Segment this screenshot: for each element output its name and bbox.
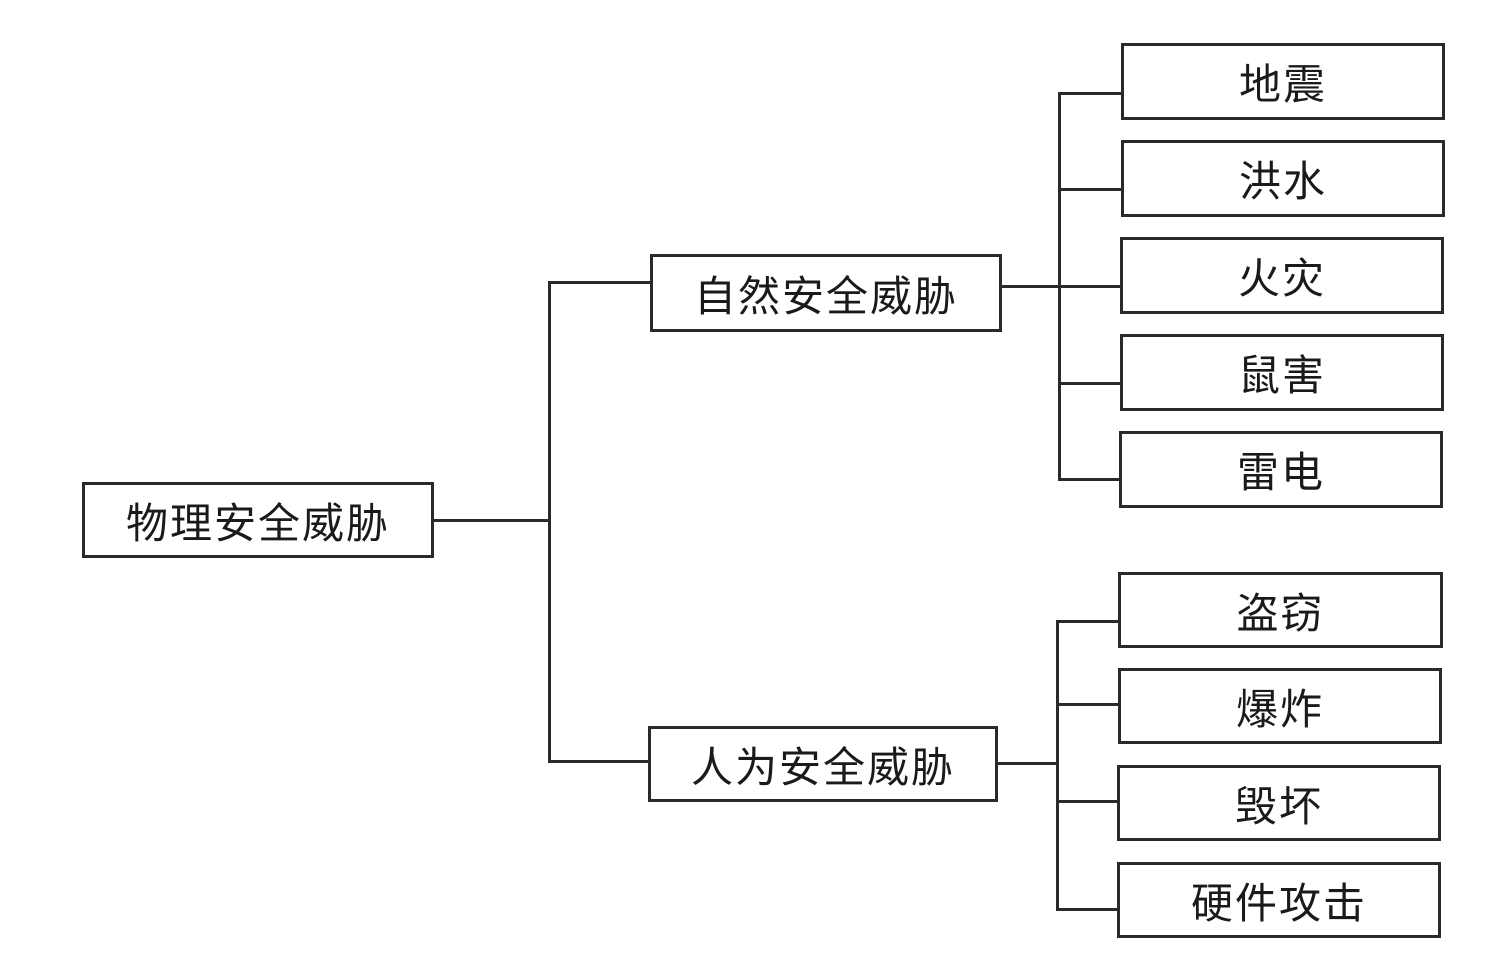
connector-leaf	[1056, 703, 1120, 706]
leaf-node-rodent: 鼠害	[1120, 334, 1444, 411]
connector-leaf	[1058, 285, 1122, 288]
leaf-label: 硬件攻击	[1190, 878, 1367, 928]
connector-natural-out	[1002, 285, 1060, 288]
connector-to-human	[548, 760, 648, 763]
leaf-node-destruction: 毁坏	[1117, 765, 1441, 841]
root-node: 物理安全威胁	[82, 482, 434, 558]
branch-node-human: 人为安全威胁	[648, 726, 998, 802]
leaf-node-explosion: 爆炸	[1118, 668, 1442, 744]
leaf-label: 鼠害	[1237, 351, 1326, 400]
connector-human-spine	[1056, 620, 1059, 911]
connector-leaf	[1056, 620, 1120, 623]
connector-leaf	[1058, 382, 1122, 385]
connector-leaf	[1058, 478, 1122, 481]
branch-node-natural-label: 自然安全威胁	[693, 271, 958, 321]
branch-node-human-label: 人为安全威胁	[690, 742, 955, 792]
leaf-node-lightning: 雷电	[1119, 431, 1443, 508]
leaf-node-theft: 盗窃	[1118, 572, 1443, 648]
leaf-label: 爆炸	[1235, 684, 1324, 734]
leaf-label: 毁坏	[1234, 781, 1323, 831]
connector-leaf	[1056, 908, 1120, 911]
connector-leaf	[1058, 188, 1122, 191]
leaf-node-hardware-attack: 硬件攻击	[1117, 862, 1441, 938]
root-node-label: 物理安全威胁	[125, 498, 390, 548]
branch-node-natural: 自然安全威胁	[650, 254, 1002, 332]
leaf-node-earthquake: 地震	[1121, 43, 1445, 120]
leaf-label: 雷电	[1236, 448, 1325, 497]
connector-main-spine	[548, 281, 551, 763]
connector-leaf	[1056, 800, 1120, 803]
leaf-label: 地震	[1238, 60, 1327, 109]
leaf-node-flood: 洪水	[1121, 140, 1445, 217]
connector-human-out	[998, 762, 1058, 765]
connector-to-natural	[548, 281, 650, 284]
leaf-label: 盗窃	[1236, 588, 1325, 638]
leaf-label: 火灾	[1237, 254, 1326, 303]
connector-leaf	[1058, 92, 1122, 95]
leaf-label: 洪水	[1238, 157, 1327, 206]
connector-root-trunk	[434, 519, 550, 522]
leaf-node-fire: 火灾	[1120, 237, 1444, 314]
